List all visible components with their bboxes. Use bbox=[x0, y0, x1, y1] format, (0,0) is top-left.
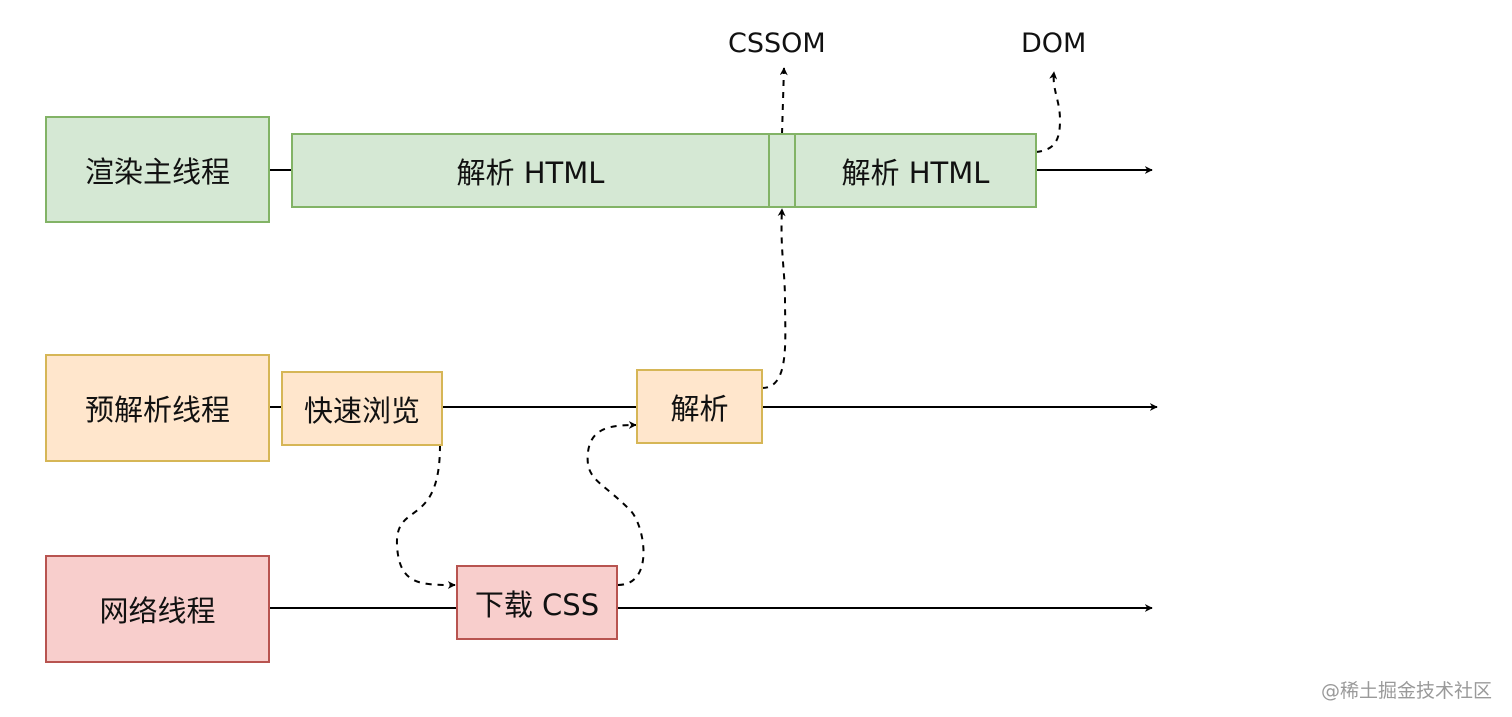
render-thread-label: 渲染主线程 bbox=[45, 116, 270, 223]
quick-scan-task: 快速浏览 bbox=[281, 371, 443, 446]
parse-task: 解析 bbox=[636, 369, 763, 444]
dom-output-arrow bbox=[1035, 71, 1062, 153]
parse-to-cssom-merge-arrow bbox=[761, 208, 787, 389]
download-to-parse-arrow bbox=[586, 421, 645, 586]
watermark: @稀土掘金技术社区 bbox=[1320, 680, 1492, 702]
parse-html-task-1: 解析 HTML bbox=[291, 133, 770, 208]
quick-scan-to-download-arrow bbox=[395, 444, 456, 589]
cssom-output-arrow bbox=[779, 67, 788, 135]
preparse-thread-label: 预解析线程 bbox=[45, 354, 270, 462]
download-css-task: 下载 CSS bbox=[456, 565, 618, 640]
cssom-label: CSSOM bbox=[728, 28, 826, 59]
dom-label: DOM bbox=[1021, 28, 1087, 59]
network-thread-label: 网络线程 bbox=[45, 555, 270, 663]
parse-html-task-2: 解析 HTML bbox=[794, 133, 1037, 208]
cssom-merge-slot bbox=[768, 133, 796, 208]
